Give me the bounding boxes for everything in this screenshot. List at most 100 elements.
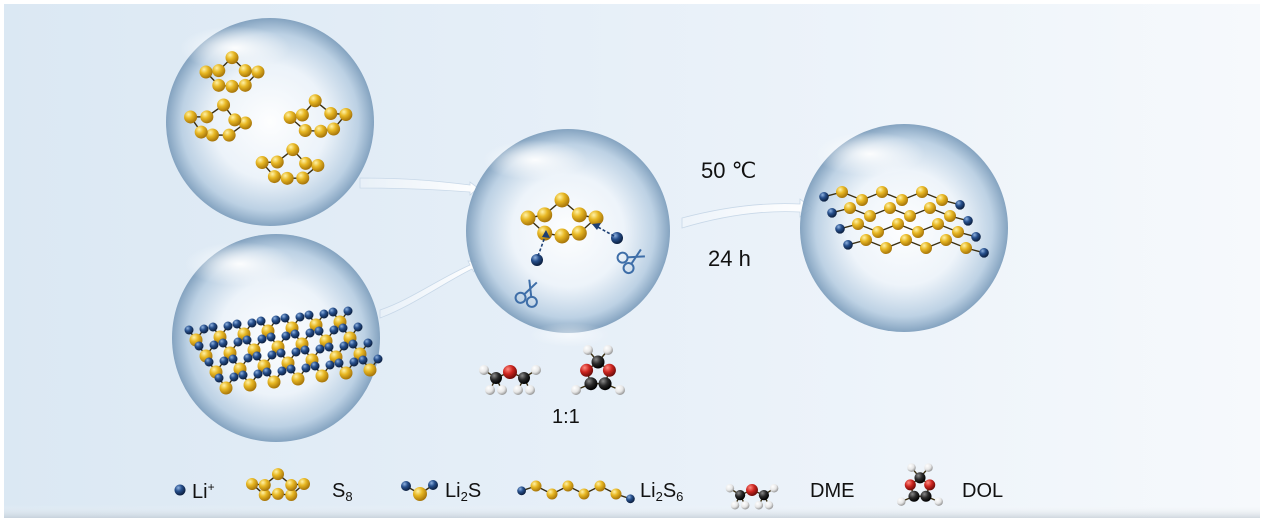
sulfur-atom	[299, 124, 312, 137]
hydrogen-atom	[726, 484, 735, 493]
sulfur-atom	[589, 211, 604, 226]
lithium-atom	[374, 355, 383, 364]
hydrogen-atom	[525, 385, 535, 395]
lithium-atom	[329, 308, 338, 317]
sulfur-atom	[296, 172, 309, 185]
sulfur-atom	[521, 211, 536, 226]
lithium-atom	[531, 254, 543, 266]
lithium-atom	[258, 335, 267, 344]
legend-li2s6-subscript-s: 6	[676, 489, 683, 504]
hydrogen-atom	[741, 501, 750, 510]
lithium-atom	[277, 349, 286, 358]
lithium-atom	[185, 326, 194, 335]
sulfur-atom	[611, 489, 622, 500]
hydrogen-atom	[897, 497, 906, 506]
sulfur-atom	[212, 64, 225, 77]
sulfur-atom	[900, 234, 912, 246]
sulfur-atom	[924, 202, 936, 214]
oxygen-atom	[603, 364, 616, 377]
lithium-atom	[330, 326, 339, 335]
lithium-atom	[292, 348, 301, 357]
lithium-atom	[205, 358, 214, 367]
sulfur-atom	[916, 186, 928, 198]
lithium-atom	[340, 342, 349, 351]
sulfur-atom	[228, 113, 241, 126]
sulfur-atom	[239, 79, 252, 92]
sulfur-atom	[836, 186, 848, 198]
oxygen-atom	[746, 484, 758, 496]
hydrogen-atom	[531, 365, 541, 375]
carbon-atom	[599, 377, 612, 390]
reaction-time: 24 h	[708, 246, 751, 272]
sulfur-atom	[246, 478, 258, 490]
sulfur-atom	[259, 479, 271, 491]
lithium-atom	[267, 333, 276, 342]
legend-s8-label: S8	[332, 480, 353, 504]
sulfur-atom	[413, 487, 427, 501]
legend-li2s-label: Li2S	[445, 480, 481, 504]
sulfur-atom	[252, 66, 265, 79]
lithium-atom	[175, 485, 186, 496]
lithium-atom	[257, 317, 266, 326]
lithium-atom	[306, 329, 315, 338]
sulfur-atom	[537, 207, 552, 222]
sulfur-atom	[285, 479, 297, 491]
hydrogen-atom	[479, 365, 489, 375]
carbon-atom	[735, 490, 745, 500]
lithium-atom	[229, 355, 238, 364]
lithium-atom	[233, 320, 242, 329]
sulfur-atom	[296, 109, 309, 122]
lithium-atom	[364, 339, 373, 348]
lithium-atom	[268, 351, 277, 360]
lithium-atom	[301, 346, 310, 355]
hydrogen-atom	[603, 345, 613, 355]
lithium-atom	[611, 232, 623, 244]
legend-s8-subscript: 8	[345, 489, 352, 504]
sulfur-atom	[884, 202, 896, 214]
sulfur-atom	[200, 66, 213, 79]
legend-li-ion-charge: +	[208, 480, 215, 494]
legend-li2s6-label: Li2S6	[640, 480, 683, 504]
sulfur-atom	[339, 108, 352, 121]
legend-li2s6-text-s: S	[663, 480, 676, 502]
lithium-atom	[359, 356, 368, 365]
sulfur-atom	[299, 157, 312, 170]
sulfur-atom	[212, 79, 225, 92]
sulfur-atom	[324, 107, 337, 120]
sulfur-atom	[932, 218, 944, 230]
lithium-atom	[272, 316, 281, 325]
lithium-atom	[239, 371, 248, 380]
sulfur-atom	[904, 210, 916, 222]
carbon-atom	[920, 491, 931, 502]
solvent-ratio: 1:1	[552, 406, 580, 429]
sulfur-atom	[316, 370, 329, 383]
lithium-atom	[326, 361, 335, 370]
sulfur-atom	[896, 194, 908, 206]
carbon-atom	[592, 356, 605, 369]
sulfur-atom	[864, 210, 876, 222]
sulfur-atom	[298, 478, 310, 490]
lithium-atom	[339, 324, 348, 333]
sulfur-atom	[572, 226, 587, 241]
carbon-atom	[584, 377, 597, 390]
legend-dme-label: DME	[810, 480, 854, 503]
carbon-atom	[759, 490, 769, 500]
sulfur-atom	[555, 229, 570, 244]
lithium-atom	[224, 322, 233, 331]
legend-li2s-text-s: S	[468, 480, 481, 502]
sulfur-atom	[860, 234, 872, 246]
legend-li-ion-symbol	[175, 485, 186, 496]
sulfur-atom	[200, 110, 213, 123]
lithium-atom	[200, 325, 209, 334]
sulfur-atom	[872, 226, 884, 238]
legend-li-ion-label: Li+	[192, 480, 215, 504]
sulfur-atom	[579, 489, 590, 500]
sulfur-atom	[940, 234, 952, 246]
sulfur-atom	[844, 202, 856, 214]
carbon-atom	[490, 372, 502, 384]
legend-dol-label: DOL	[962, 480, 1003, 503]
lithium-atom	[971, 232, 981, 242]
lithium-atom	[253, 352, 262, 361]
lithium-atom	[282, 332, 291, 341]
sulfur-atom	[226, 80, 239, 93]
